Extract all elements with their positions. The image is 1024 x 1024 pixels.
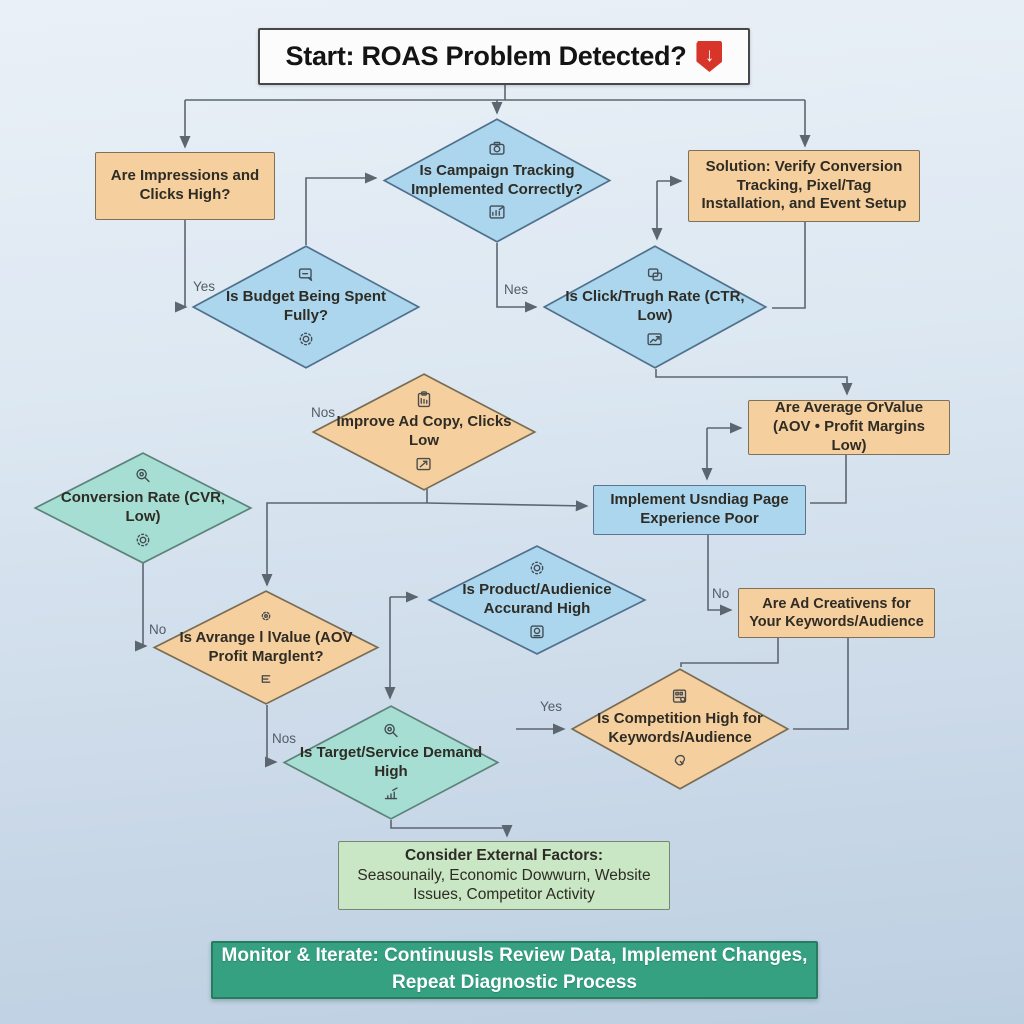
- node-budget-label: Is Budget Being Spent Fully?: [225, 288, 386, 324]
- node-solution-lead: Solution:: [705, 157, 771, 175]
- gear-icon: [530, 561, 544, 575]
- node-target: Is Target/Service Demand High: [282, 705, 500, 820]
- magnifier-icon: [136, 469, 150, 483]
- node-product: Is Product/Audienice Accurand High: [427, 545, 647, 655]
- node-improve-label: Improve Ad Copy, Clicks Low: [336, 413, 512, 449]
- diamond-shape: [152, 590, 380, 705]
- node-consider: Consider External Factors: Seasounaily, …: [338, 841, 670, 910]
- node-competition: Is Competition High for Keywords/Audienc…: [570, 668, 790, 790]
- node-consider-rest: Seasounaily, Economic Dowwurn, Website I…: [357, 866, 651, 904]
- node-cvr-label: Conversion Rate (CVR, Low): [60, 489, 226, 525]
- node-solution: Solution: Verify Conversion Tracking, Pi…: [688, 150, 920, 222]
- node-impressions: Are Impressions and Clicks High?: [95, 152, 275, 220]
- edge-label-nos-2: Nos: [272, 731, 297, 746]
- analytics-board-icon: [489, 205, 505, 219]
- connector-aov-implement-right: [810, 455, 847, 504]
- blob-icon: [674, 754, 686, 766]
- cards-icon: [647, 268, 663, 281]
- edge-label-yes: Yes: [193, 279, 216, 294]
- line-chart-icon: [647, 333, 662, 345]
- connector-implement-adcreatives: [707, 535, 733, 616]
- diamond-shape: [282, 705, 500, 820]
- node-implement: Implement Usndiag Page Experience Poor: [593, 485, 806, 535]
- node-adcreatives-label: Are Ad Creativens for Your Keywords/Audi…: [749, 595, 924, 630]
- node-cvr: Conversion Rate (CVR, Low): [33, 452, 253, 564]
- node-campaign: Is Campaign Tracking Implemented Correct…: [382, 118, 612, 243]
- node-avrange-label: Is Avrange l lValue (AOV Profit Marglent…: [179, 628, 353, 665]
- edge-label-nos: Nos: [311, 405, 336, 420]
- node-ctr: Is Click/Trugh Rate (CTR, Low): [542, 245, 768, 369]
- diamond-shape: [191, 245, 421, 369]
- rising-bars-icon: [384, 787, 398, 800]
- start-title-box: Start: ROAS Problem Detected? ↓: [258, 28, 750, 85]
- node-aov-label: Are Average OrValue (AOV • Profit Margin…: [773, 399, 925, 454]
- monitor-banner-label: Monitor & Iterate: Continuusls Review Da…: [221, 945, 808, 993]
- node-target-label: Is Target/Service Demand High: [299, 743, 483, 780]
- diamond-shape: [33, 452, 253, 564]
- magnifier-icon: [384, 723, 398, 737]
- edge-label-nes: Nes: [504, 282, 529, 297]
- diamond-shape: [311, 373, 537, 491]
- diamond-shape: [382, 118, 612, 243]
- diamond-shape: [570, 668, 790, 790]
- node-ctr-label: Is Click/Trugh Rate (CTR, Low): [565, 288, 745, 324]
- node-solution-rest: Verify Conversion Tracking, Pixel/Tag In…: [701, 157, 907, 213]
- gear-icon: [299, 332, 313, 346]
- connector-cvr-avrange: [134, 561, 148, 652]
- node-product-label: Is Product/Audienice Accurand High: [462, 581, 612, 617]
- connector-target-consider: [390, 820, 513, 838]
- grid-form-icon: [672, 689, 687, 703]
- connector-improve-avrange: [261, 502, 427, 587]
- edge-label-no-2: No: [712, 586, 730, 601]
- edge-label-no: No: [149, 622, 167, 637]
- diamond-shape: [542, 245, 768, 369]
- gear-icon: [136, 533, 150, 547]
- node-consider-lead: Consider External Factors:: [404, 847, 604, 865]
- connector-budget-campaign: [305, 172, 378, 245]
- node-campaign-label: Is Campaign Tracking Implemented Correct…: [411, 161, 583, 198]
- node-improve: Improve Ad Copy, Clicks Low: [311, 373, 537, 491]
- node-aov: Are Average OrValue (AOV • Profit Margin…: [748, 399, 950, 455]
- connector-ctr-aov: [655, 369, 853, 396]
- connector-improve-implement-left: [426, 500, 589, 512]
- diamond-shape: [427, 545, 647, 655]
- node-implement-label: Implement Usndiag Page Experience Poor: [610, 491, 789, 527]
- camera-icon: [489, 141, 505, 155]
- node-competition-label: Is Competition High for Keywords/Audienc…: [597, 710, 763, 746]
- node-avrange: Is Avrange l lValue (AOV Profit Marglent…: [152, 590, 380, 705]
- connector-solution-ctr-right: [772, 222, 806, 309]
- connector-campaign-ctr: [496, 243, 538, 313]
- monitor-banner: Monitor & Iterate: Continuusls Review Da…: [211, 941, 818, 999]
- edge-label-yes-2: Yes: [540, 699, 563, 714]
- connector-adcreatives-competition-top: [680, 638, 779, 667]
- dotted-gear-icon: [261, 611, 271, 621]
- clipboard-icon: [417, 391, 431, 408]
- camera-icon: [530, 625, 544, 638]
- node-budget: Is Budget Being Spent Fully?: [191, 245, 421, 369]
- connector-avrange-target: [264, 705, 278, 768]
- page-title: Start: ROAS Problem Detected?: [285, 41, 687, 71]
- note-card-icon: [298, 268, 313, 282]
- node-impressions-label: Are Impressions and Clicks High?: [110, 167, 260, 203]
- lines-icon: [261, 675, 271, 684]
- box-arrow-icon: [416, 457, 431, 470]
- node-adcreatives: Are Ad Creativens for Your Keywords/Audi…: [738, 588, 935, 638]
- red-shield-down-arrow-icon: ↓: [696, 41, 723, 72]
- connector-impressions-budget: [174, 220, 188, 313]
- connector-adcreatives-competition-right: [793, 638, 849, 730]
